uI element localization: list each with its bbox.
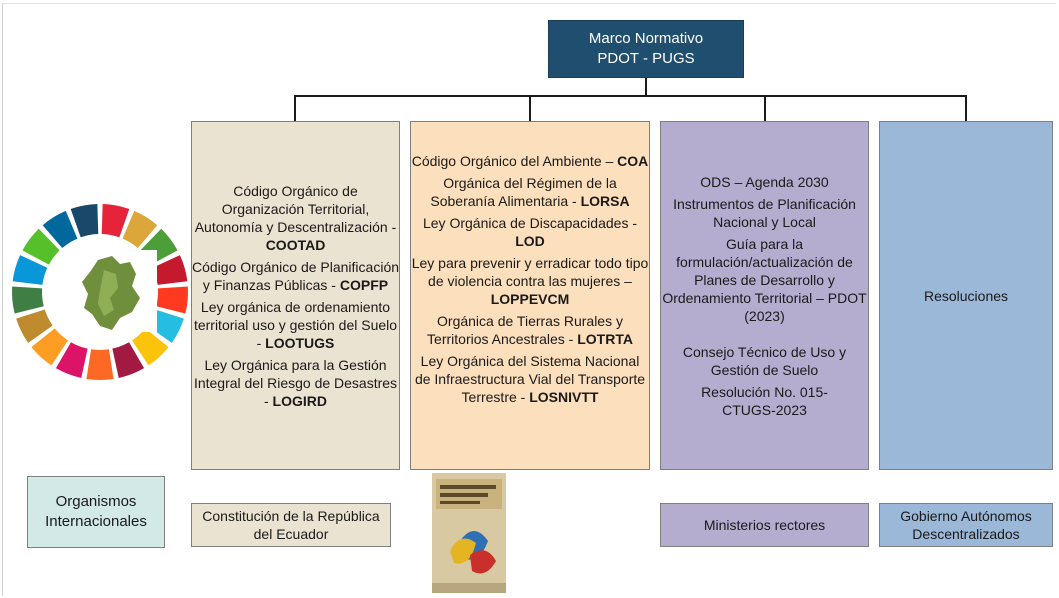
sdg-wheel-segment: [31, 328, 69, 366]
sdg-wheel-segment: [156, 286, 188, 314]
sdg-wheel-segment: [42, 210, 78, 248]
ministerios-box: Ministerios rectores: [660, 503, 869, 547]
gad-label: Gobierno Autónomos Descentralizados: [900, 508, 1032, 542]
ministerios-label: Ministerios rectores: [703, 517, 826, 533]
resoluciones-label: Resoluciones: [923, 287, 1009, 304]
column-codigos-organicos: Código Orgánico de Organización Territor…: [191, 121, 400, 470]
law-item: Código Orgánico de Organización Territor…: [194, 182, 397, 253]
planning-item: ODS – Agenda 2030: [700, 173, 829, 190]
law-item: Código Orgánico del Ambiente – COA: [411, 153, 649, 169]
sdg-wheel-segment: [12, 286, 44, 314]
connector-col2: [529, 95, 531, 121]
sdg-wheel-segment: [16, 309, 53, 343]
constitucion-label: Constitución de la República del Ecuador: [202, 508, 380, 542]
law-item: Ley Orgánica para la Gestión Integral de…: [193, 356, 398, 409]
sdg-wheel-segment: [101, 204, 130, 238]
sdg-wheel-segment: [86, 349, 114, 380]
organismos-internacionales-box: Organismos Internacionales: [27, 476, 165, 548]
law-item: Ley para prevenir y erradicar todo tipo …: [411, 255, 649, 307]
connector-horizontal: [294, 95, 967, 97]
connector-col4: [965, 95, 967, 121]
law-item: Código Orgánico de Planificación y Finan…: [192, 258, 400, 293]
law-item: Ley Orgánica del Sistema Nacional de Inf…: [414, 353, 646, 405]
connector-col3: [764, 95, 766, 121]
connector-col1: [294, 95, 296, 121]
root-subtitle: PDOT - PUGS: [597, 50, 695, 67]
constitucion-box: Constitución de la República del Ecuador: [191, 503, 391, 547]
connector-root-down: [645, 78, 647, 96]
root-node: Marco Normativo PDOT - PUGS: [548, 20, 744, 78]
constitution-book-cover-icon: [432, 473, 506, 593]
law-item: Ley orgánica de ordenamiento territorial…: [193, 298, 398, 351]
sdg-wheel-segment: [152, 255, 188, 285]
sdg-wheel-segment: [70, 204, 99, 238]
sdg-wheel-segment: [22, 228, 60, 265]
sdg-wheel-segment: [12, 255, 48, 285]
law-item: Ley Orgánica de Discapacidades - LOD: [422, 215, 637, 249]
sdg-wheel-segment: [112, 342, 145, 378]
planning-item: Guía para la formulación/actualización d…: [662, 235, 867, 324]
planning-item: Consejo Técnico de Uso y Gestión de Suel…: [682, 343, 847, 378]
organismos-label: Organismos Internacionales: [45, 493, 147, 530]
sdg-wheel-with-map-icon: [12, 204, 188, 380]
sdg-wheel-segment: [55, 342, 88, 378]
column-leyes-organicas: Código Orgánico del Ambiente – COA Orgán…: [410, 121, 650, 470]
law-item: Orgánica del Régimen de la Soberanía Ali…: [430, 175, 630, 209]
root-title: Marco Normativo: [588, 30, 704, 47]
planning-item: Instrumentos de Planificación Nacional y…: [673, 195, 856, 230]
sdg-wheel-segment: [122, 210, 158, 248]
planning-item: Resolución No. 015-CTUGS-2023: [701, 383, 828, 418]
sdg-wheel-segment: [131, 328, 169, 366]
column-resoluciones: Resoluciones: [879, 121, 1053, 470]
gad-box: Gobierno Autónomos Descentralizados: [879, 503, 1053, 547]
diagram-frame: [2, 3, 1056, 596]
law-item: Orgánica de Tierras Rurales y Territorio…: [427, 313, 633, 347]
column-planificacion: ODS – Agenda 2030 Instrumentos de Planif…: [660, 121, 869, 470]
